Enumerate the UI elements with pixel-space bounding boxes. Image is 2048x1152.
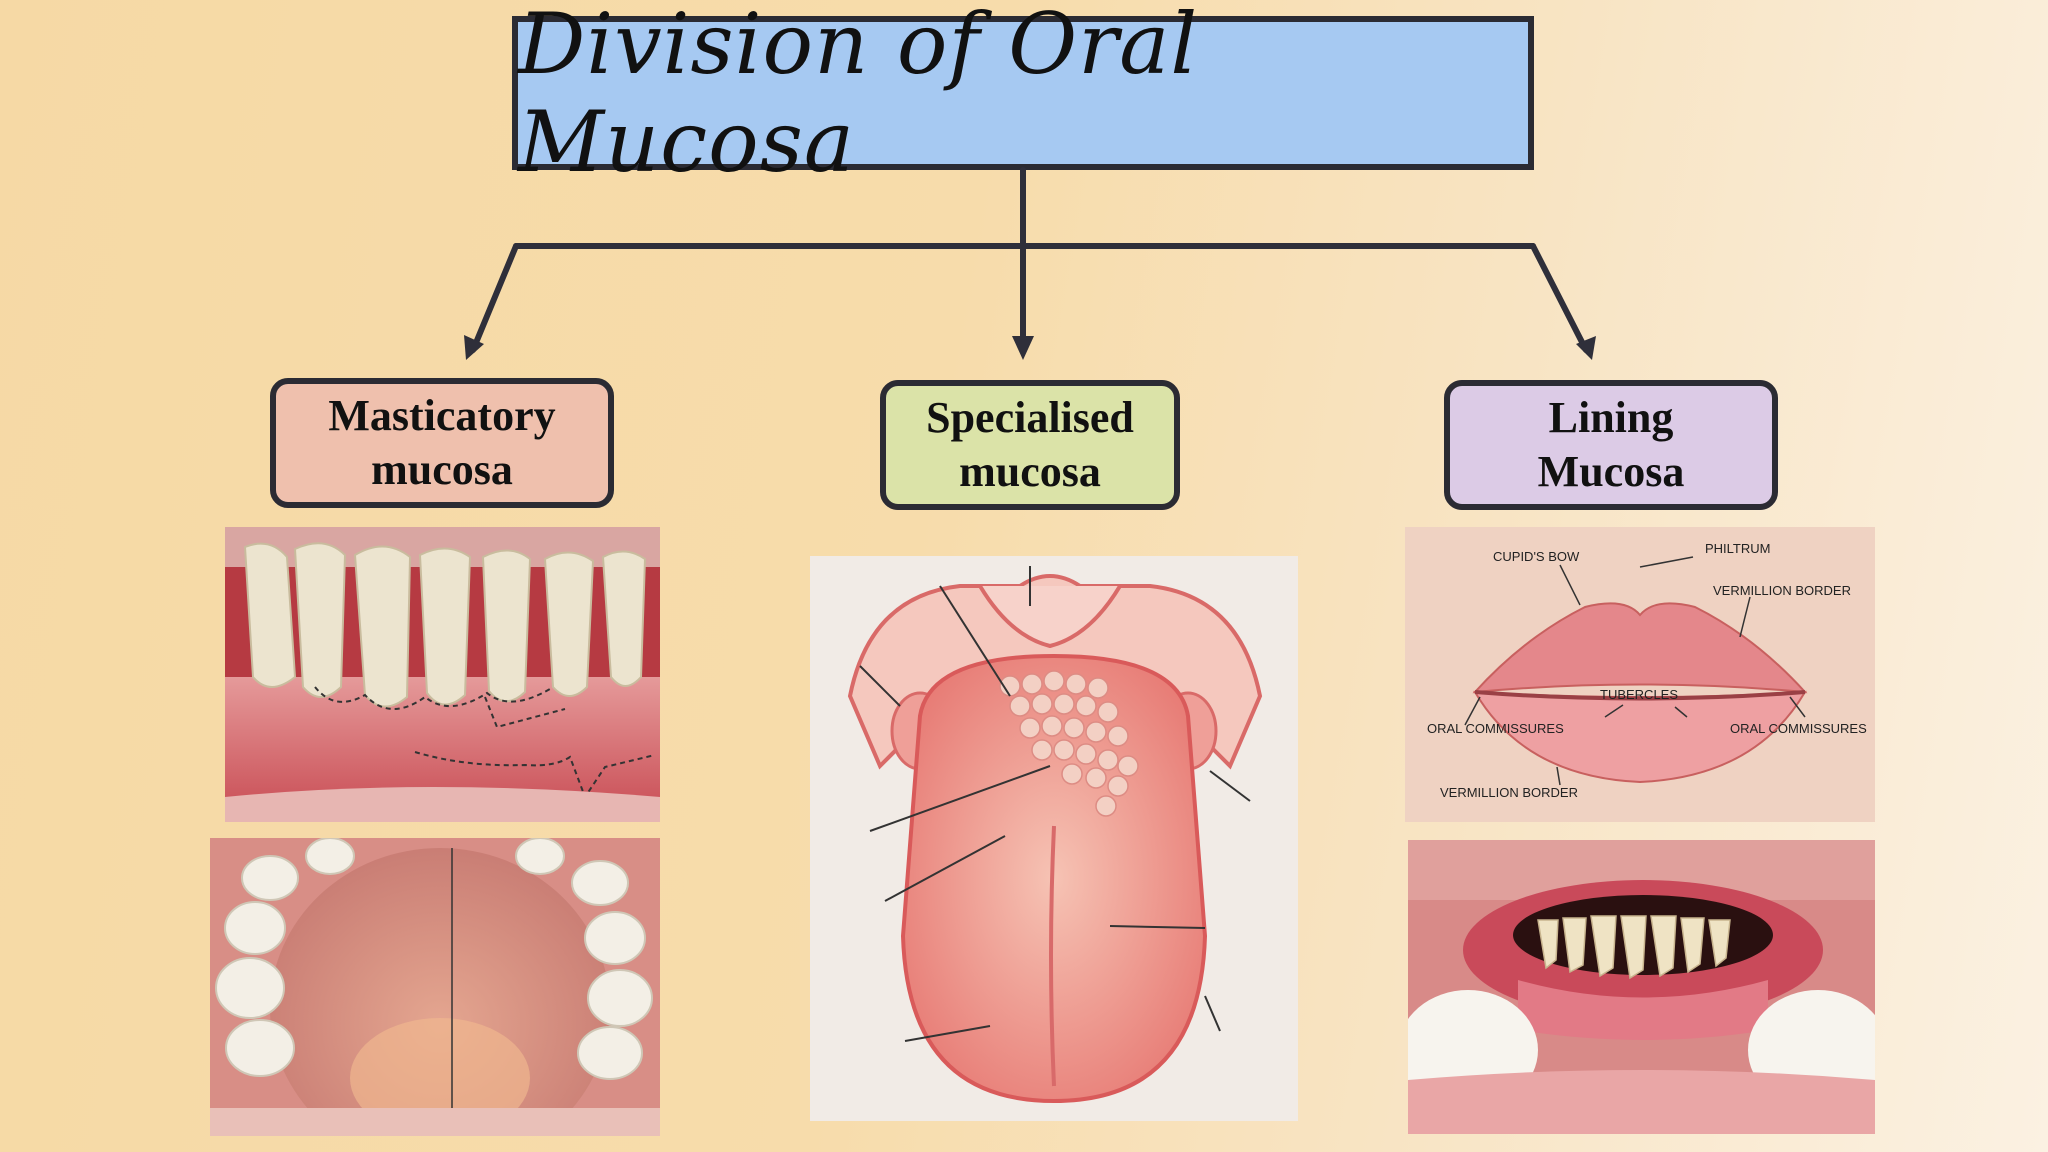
- label-vermillion-border-top: VERMILLION BORDER: [1713, 583, 1851, 598]
- label-tubercles: TUBERCLES: [1600, 687, 1678, 702]
- lips-diagram: CUPID'S BOW PHILTRUM VERMILLION BORDER T…: [1405, 527, 1875, 822]
- label-oral-commissures-right: ORAL COMMISSURES: [1730, 721, 1867, 736]
- masticatory-label-line2: mucosa: [328, 443, 555, 497]
- arrow-left-head: [464, 335, 484, 360]
- masticatory-label-line1: Masticatory: [328, 389, 555, 443]
- palate-photo: [210, 838, 660, 1136]
- specialised-label-line1: Specialised: [926, 391, 1134, 445]
- arrow-center-head: [1012, 336, 1034, 360]
- tongue-diagram: [810, 556, 1298, 1121]
- arrow-right-shaft: [1533, 246, 1586, 350]
- lining-label-line2: Mucosa: [1538, 445, 1685, 499]
- masticatory-mucosa-box: Masticatory mucosa: [270, 378, 614, 508]
- label-cupids-bow: CUPID'S BOW: [1493, 549, 1579, 564]
- gingiva-photo: [225, 527, 660, 822]
- label-oral-commissures-left: ORAL COMMISSURES: [1427, 721, 1564, 736]
- label-philtrum: PHILTRUM: [1705, 541, 1770, 556]
- lining-label-line1: Lining: [1538, 391, 1685, 445]
- arrow-left-shaft: [473, 246, 516, 350]
- label-vermillion-border-bottom: VERMILLION BORDER: [1440, 785, 1578, 800]
- lining-mucosa-photo: [1408, 840, 1875, 1134]
- specialised-label-line2: mucosa: [926, 445, 1134, 499]
- lining-mucosa-box: Lining Mucosa: [1444, 380, 1778, 510]
- specialised-mucosa-box: Specialised mucosa: [880, 380, 1180, 510]
